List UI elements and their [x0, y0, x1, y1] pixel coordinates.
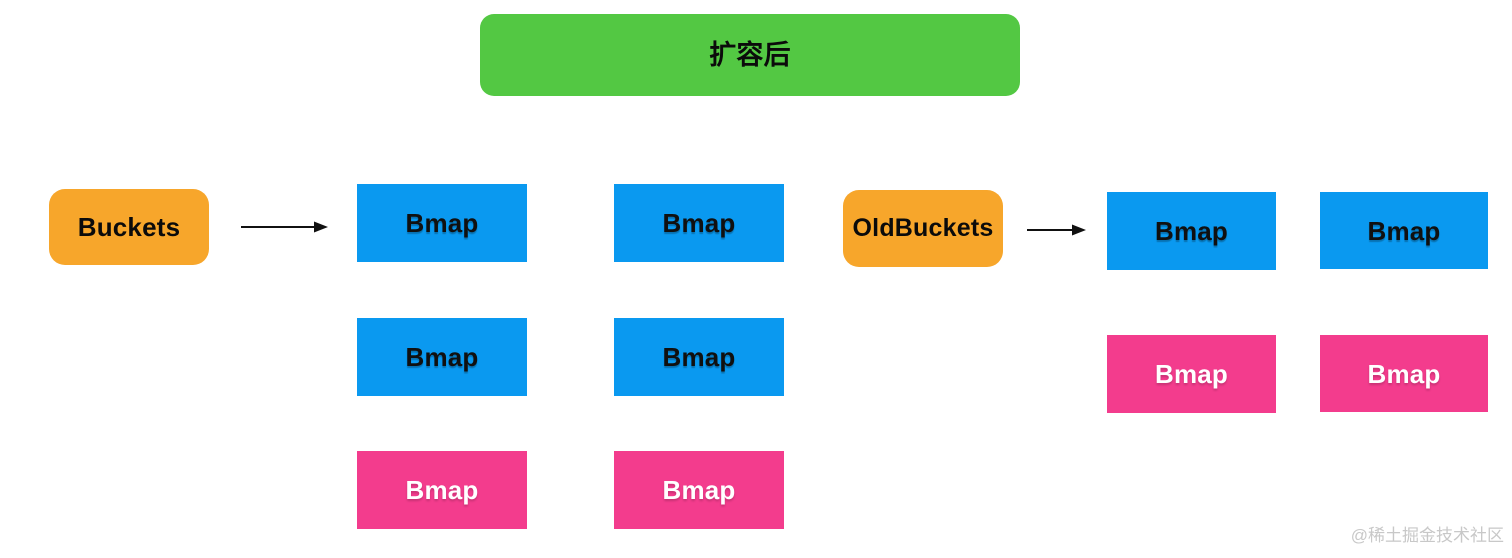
bmap-node: Bmap — [614, 451, 784, 529]
watermark: @稀土掘金技术社区 — [1350, 526, 1504, 545]
bmap-node: Bmap — [357, 318, 527, 396]
buckets-node: Buckets — [49, 189, 209, 265]
bmap-node: Bmap — [1107, 192, 1276, 270]
bmap-node: Bmap — [614, 318, 784, 396]
bmap-node: Bmap — [614, 184, 784, 262]
bmap-node: Bmap — [1107, 335, 1276, 413]
diagram-title: 扩容后 — [480, 14, 1020, 96]
bmap-node: Bmap — [357, 451, 527, 529]
bmap-node: Bmap — [1320, 335, 1488, 412]
bmap-node: Bmap — [1320, 192, 1488, 269]
old-buckets-node: OldBuckets — [843, 190, 1003, 267]
right-arrow-icon — [241, 221, 328, 233]
bmap-node: Bmap — [357, 184, 527, 262]
right-arrow-icon — [1027, 224, 1086, 236]
